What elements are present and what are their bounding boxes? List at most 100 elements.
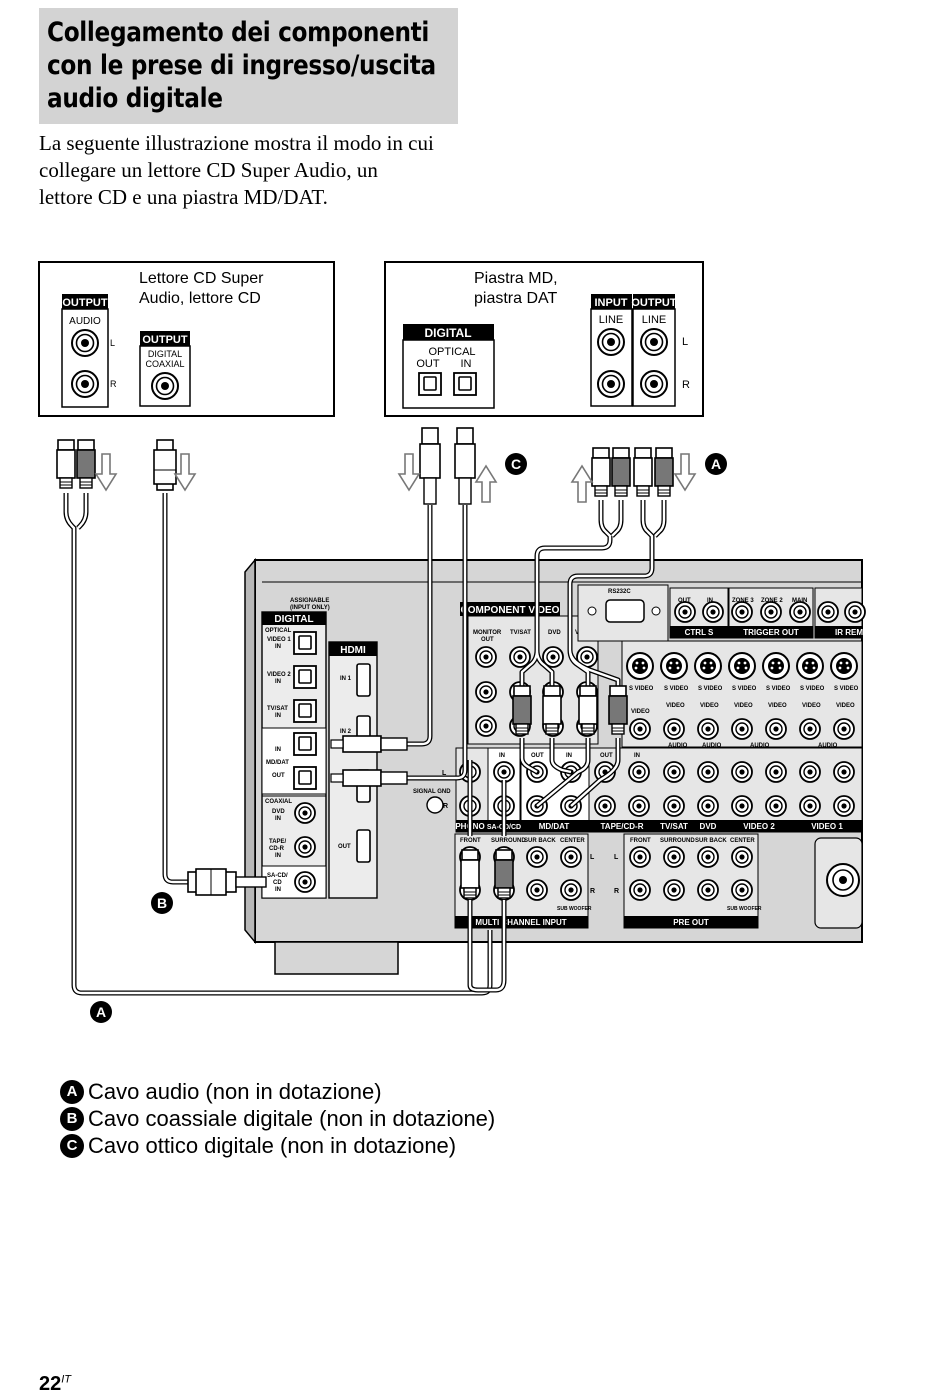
legend-badge-b: B bbox=[60, 1106, 84, 1131]
md-optical-label: OPTICAL bbox=[428, 346, 475, 358]
monitor-out-out: OUT bbox=[481, 637, 494, 643]
svideo-label-2: S VIDEO bbox=[664, 686, 689, 692]
marker-b: B bbox=[151, 892, 173, 914]
digital-mddat-out-jack bbox=[293, 766, 317, 790]
svideo-label-5: S VIDEO bbox=[766, 686, 791, 692]
coax-dvd-label: DVD bbox=[272, 809, 285, 815]
coax-cdr-label: CD-R bbox=[269, 846, 285, 852]
dvd-label: DVD bbox=[700, 822, 717, 831]
marker-a-top: A bbox=[705, 453, 727, 475]
ir-rem-label: IR REM bbox=[835, 628, 863, 637]
heading-line-1: Collegamento dei componenti bbox=[47, 17, 430, 48]
md-line-out-l-jack bbox=[640, 328, 668, 356]
video-label-2: VIDEO bbox=[666, 703, 685, 709]
coax-tape-label: TAPE/ bbox=[269, 839, 287, 845]
cd-coaxial-jack bbox=[151, 372, 179, 400]
video1-label: VIDEO 1 bbox=[811, 822, 843, 831]
tape-cdr-label: TAPE/CD-R bbox=[601, 822, 644, 831]
assignable-label: ASSIGNABLE bbox=[290, 598, 329, 604]
legend-item-b: B Cavo coassiale digitale (non in dotazi… bbox=[60, 1105, 495, 1132]
ctrl-out-label: OUT bbox=[678, 598, 691, 604]
marker-a-top-text: A bbox=[711, 456, 721, 472]
digital-mddat-in: IN bbox=[275, 747, 281, 753]
video-label-6: VIDEO bbox=[802, 703, 821, 709]
svideo-label-6: S VIDEO bbox=[800, 686, 825, 692]
md-optical-in-label: IN bbox=[461, 358, 472, 370]
audio-label-1: AUDIO bbox=[668, 743, 688, 749]
tv-sat-label: TV/SAT bbox=[660, 822, 688, 831]
comp-dvd-label: DVD bbox=[548, 630, 561, 636]
md-deck-panel: Piastra MD, piastra DAT DIGITAL OPTICAL … bbox=[384, 261, 704, 417]
sacd-in-label: IN bbox=[499, 753, 505, 759]
coax-sacd-label: SA-CD/ bbox=[267, 873, 288, 879]
intro-paragraph: La seguente illustrazione mostra il modo… bbox=[39, 130, 469, 211]
intro-line-3: lettore CD e una piastra MD/DAT. bbox=[39, 185, 328, 209]
preout-r-label: R bbox=[614, 888, 619, 895]
connection-diagram: Lettore CD Super Audio, lettore CD OUTPU… bbox=[38, 261, 866, 1023]
signal-gnd-label: SIGNAL GND bbox=[413, 789, 451, 795]
digital-tvsat-label: TV/SAT bbox=[267, 706, 288, 712]
md-optical-out-jack bbox=[418, 372, 442, 396]
mci-surround-label: SURROUND bbox=[491, 838, 526, 844]
trigger-out-label: TRIGGER OUT bbox=[743, 628, 799, 637]
hdmi-out-label: OUT bbox=[338, 844, 351, 850]
mci-r-label: R bbox=[590, 888, 595, 895]
ctrl-s-label: CTRL S bbox=[685, 628, 714, 637]
video-label-4: VIDEO bbox=[734, 703, 753, 709]
mddat-out-label: OUT bbox=[531, 753, 544, 759]
legend-text-a: Cavo audio (non in dotazione) bbox=[88, 1079, 382, 1104]
digital-video2-label: VIDEO 2 bbox=[267, 672, 291, 678]
coax-dvd-in: IN bbox=[275, 816, 281, 822]
component-video-label: COMPONENT VIDEO bbox=[461, 605, 560, 616]
svideo-label-3: S VIDEO bbox=[698, 686, 723, 692]
heading-line-2: con le prese di ingresso/uscita bbox=[47, 50, 436, 81]
md-line-out-r-jack bbox=[640, 370, 668, 398]
comp-tvsat-label: TV/SAT bbox=[510, 630, 531, 636]
legend-text-c: Cavo ottico digitale (non in dotazione) bbox=[88, 1133, 457, 1158]
receiver-rear-panel: ASSIGNABLE (INPUT ONLY) DIGITAL OPTICAL … bbox=[244, 557, 866, 975]
legend-badge-c: C bbox=[60, 1133, 84, 1158]
marker-a-bottom: A bbox=[90, 1001, 112, 1023]
digital-video1-in: IN bbox=[275, 644, 281, 650]
section-heading: Collegamento dei componenti con le prese… bbox=[47, 16, 436, 115]
audio-label-3: AUDIO bbox=[750, 743, 770, 749]
coax-cd-label: CD bbox=[273, 880, 282, 886]
tape-in-label: IN bbox=[634, 753, 640, 759]
ctrl-in-label: IN bbox=[707, 598, 713, 604]
marker-c: C bbox=[505, 453, 527, 475]
digital-tvsat-in: IN bbox=[275, 713, 281, 719]
digital-mddat-in-jack bbox=[293, 732, 317, 756]
cd-player-title-2: Audio, lettore CD bbox=[139, 290, 261, 307]
cd-output2-label: OUTPUT bbox=[142, 334, 188, 346]
md-dat-label: MD/DAT bbox=[539, 822, 570, 831]
receiver-optical-label: OPTICAL bbox=[265, 628, 292, 634]
video2-label: VIDEO 2 bbox=[743, 822, 775, 831]
md-deck-title-1: Piastra MD, bbox=[474, 270, 558, 287]
section-heading-box: Collegamento dei componenti con le prese… bbox=[39, 8, 458, 124]
coax-sacd-in: IN bbox=[275, 887, 281, 893]
svideo-label-7: S VIDEO bbox=[834, 686, 859, 692]
digital-video2-jack bbox=[293, 665, 317, 689]
digital-video2-in: IN bbox=[275, 679, 281, 685]
coax-dvd-jack bbox=[294, 802, 316, 824]
preout-surback-label: SUR BACK bbox=[695, 838, 727, 844]
mci-l-label: L bbox=[590, 854, 595, 861]
hdmi-in1-label: IN 1 bbox=[340, 676, 352, 682]
mci-subwoofer-label: SUB WOOFER bbox=[557, 906, 592, 912]
md-optical-in-jack bbox=[453, 372, 477, 396]
cd-l-label: L bbox=[110, 338, 115, 348]
svideo-label-1: S VIDEO bbox=[629, 686, 654, 692]
plugs bbox=[56, 427, 674, 899]
md-l-label: L bbox=[682, 336, 688, 348]
md-line-in-r-jack bbox=[597, 370, 625, 398]
md-optical-out-label: OUT bbox=[416, 358, 440, 370]
digital-tvsat-jack bbox=[293, 699, 317, 723]
phono-l-label: L bbox=[442, 770, 447, 777]
receiver-digital-label: DIGITAL bbox=[274, 614, 313, 625]
monitor-out-label: MONITOR bbox=[473, 630, 502, 636]
heading-line-3: audio digitale bbox=[47, 83, 223, 114]
cd-player-panel: Lettore CD Super Audio, lettore CD OUTPU… bbox=[38, 261, 335, 417]
legend-item-c: C Cavo ottico digitale (non in dotazione… bbox=[60, 1132, 495, 1159]
svideo-label-4: S VIDEO bbox=[732, 686, 757, 692]
cd-r-label: R bbox=[110, 379, 117, 389]
